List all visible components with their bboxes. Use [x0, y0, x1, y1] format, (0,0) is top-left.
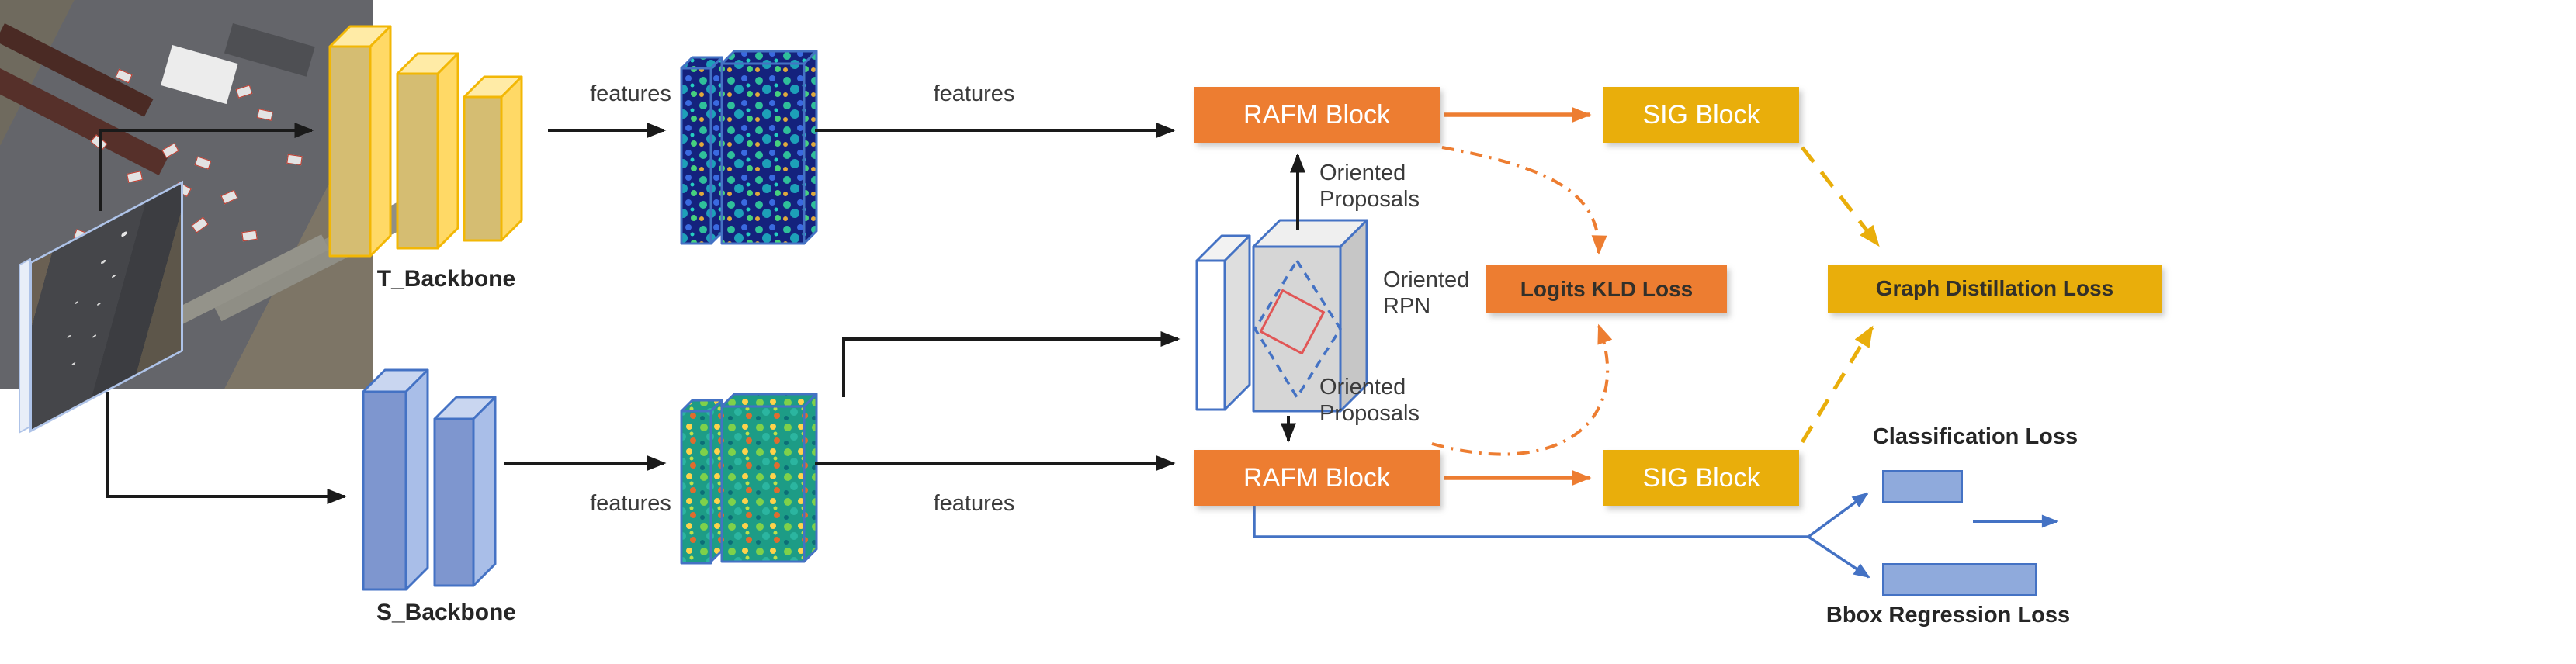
teacher-feature-map — [680, 50, 818, 245]
arrow-sig-bottom-to-graph-loss — [1800, 325, 1874, 444]
s-backbone-slabs — [362, 368, 497, 591]
orange-arrows — [1431, 107, 1613, 486]
t-backbone-slab-3 — [463, 75, 523, 242]
proposal-dashed-box — [1253, 259, 1342, 399]
sig-block-top: SIG Block — [1603, 87, 1799, 143]
oriented-proposals-label-top: Oriented Proposals — [1319, 160, 1459, 213]
t-backbone-slab-1 — [328, 25, 392, 258]
proposal-red-box — [1259, 289, 1326, 355]
curve-rafm-top-to-logits — [1441, 146, 1607, 255]
sig-block-bottom: SIG Block — [1603, 450, 1799, 506]
arrow-fork-to-bbox — [1808, 535, 1870, 579]
s-backbone-label: S_Backbone — [376, 600, 517, 625]
oriented-rpn-label: Oriented RPN — [1383, 267, 1523, 320]
arrow-fork-to-classification — [1807, 492, 1869, 538]
oriented-rpn-line2: RPN — [1383, 294, 1431, 320]
arrow-s-features-to-rpn — [842, 331, 1181, 397]
curve-rafm-bottom-to-logits — [1431, 323, 1613, 456]
line-rafm-bottom-to-fork — [1253, 506, 1808, 538]
logits-kld-loss-box: Logits KLD Loss — [1486, 265, 1727, 313]
t-backbone-label: T_Backbone — [376, 266, 516, 292]
features-label-student-in: features — [590, 491, 671, 516]
t-backbone-slab-2 — [396, 52, 459, 250]
rafm-block-top: RAFM Block — [1194, 87, 1440, 143]
classification-logits-bar — [1882, 470, 1963, 503]
t-backbone-slabs — [328, 25, 523, 258]
arrow-sig-top-to-graph-loss — [1801, 146, 1880, 247]
arrow-input-to-t-backbone — [99, 123, 314, 211]
features-label-student-out: features — [933, 491, 1015, 516]
black-arrows — [99, 123, 1305, 504]
s-backbone-slab-1 — [362, 368, 429, 591]
classification-loss-label: Classification Loss — [1872, 424, 2078, 449]
oriented-proposals-line2: Proposals — [1319, 187, 1420, 213]
oriented-proposals-line2: Proposals — [1319, 401, 1420, 427]
oriented-proposals-label-bottom: Oriented Proposals — [1319, 374, 1459, 427]
features-label-teacher-in: features — [590, 81, 671, 106]
bbox-regression-loss-label: Bbox Regression Loss — [1825, 603, 2071, 628]
student-feature-map — [680, 393, 818, 565]
oriented-rpn-line1: Oriented — [1383, 268, 1470, 292]
bbox-regression-bar — [1882, 563, 2037, 596]
oriented-rpn-glyph — [1195, 219, 1368, 413]
s-backbone-slab-2 — [433, 396, 497, 587]
arrow-input-to-s-backbone — [106, 392, 347, 504]
oriented-proposals-line1: Oriented — [1319, 375, 1406, 399]
graph-distillation-loss-box: Graph Distillation Loss — [1828, 265, 2162, 313]
oriented-proposals-line1: Oriented — [1319, 161, 1406, 185]
rafm-block-bottom: RAFM Block — [1194, 450, 1440, 506]
features-label-teacher-out: features — [933, 81, 1015, 106]
gold-dashed-arrows — [1800, 146, 1880, 444]
blue-head-lines — [1253, 492, 2059, 579]
